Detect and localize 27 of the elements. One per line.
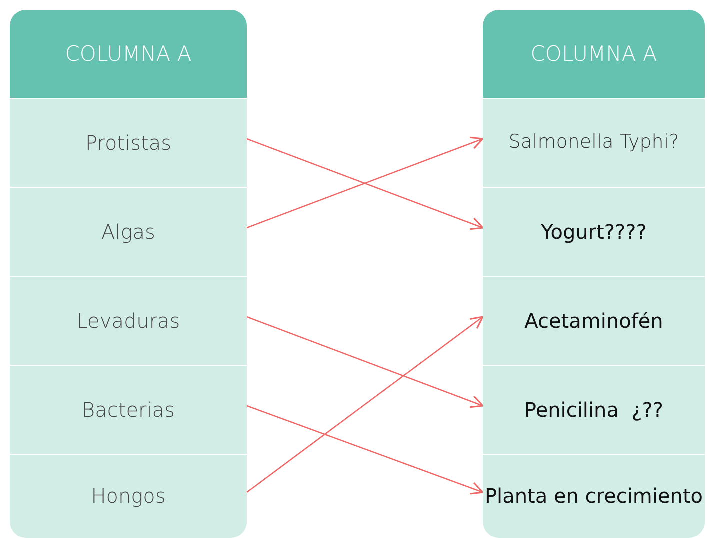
column-header [10, 10, 247, 98]
table-row [483, 277, 705, 365]
table-row [10, 188, 247, 276]
arrow [246, 316, 484, 494]
table-row [483, 455, 705, 538]
arrow [246, 405, 484, 495]
table-row [483, 99, 705, 187]
table-row [10, 366, 247, 454]
column-header [483, 10, 705, 98]
table-row [10, 455, 247, 538]
table-row [10, 277, 247, 365]
cell-text: Planta en crecimiento [484, 483, 704, 510]
cell-text: COLUMNA A [65, 40, 192, 68]
cell-text: COLUMNA A [530, 40, 658, 68]
cell-text: Hongos [91, 483, 166, 510]
arrow [246, 316, 484, 408]
table-row [10, 99, 247, 187]
table-row [483, 188, 705, 276]
cell-text: Yogurt???? [541, 218, 647, 246]
table-row [483, 366, 705, 454]
cell-text: Protistas [85, 130, 172, 156]
cell-text: Levaduras [76, 308, 180, 334]
cell-text: Salmonella Typhi? [508, 130, 680, 156]
cell-text: Penicilina ¿?? [524, 396, 664, 424]
cell-text: Acetaminofén [524, 308, 664, 334]
cell-text: Bacterias [82, 396, 175, 424]
cell-text: Algas [102, 218, 156, 246]
